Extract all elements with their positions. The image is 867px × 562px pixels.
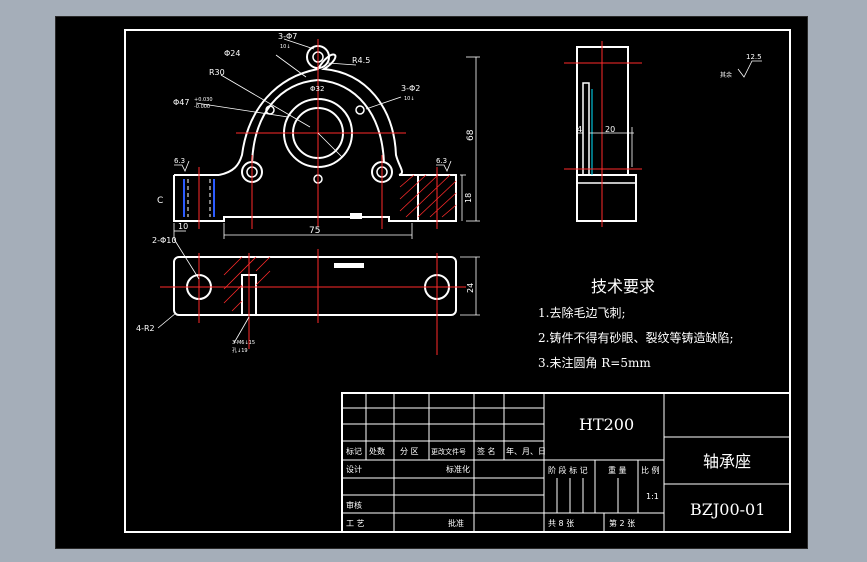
dim-24: 24 <box>466 283 475 293</box>
dim-d32: Φ32 <box>310 85 324 93</box>
right-foot-hatch <box>399 174 457 218</box>
front-view <box>173 38 480 239</box>
base-notch <box>350 213 362 219</box>
title-block <box>341 392 791 533</box>
top-hatch <box>223 256 271 312</box>
title-block-grid <box>342 393 790 532</box>
roughness-value: 12.5 <box>746 53 762 61</box>
row-process: 工 艺 <box>346 519 365 528</box>
roughness-label: 其余 <box>720 71 732 79</box>
ra-right: 6.3 <box>436 157 447 165</box>
housing-outline <box>218 53 403 176</box>
ra-left: 6.3 <box>174 157 185 165</box>
dim-3-d7-sub: 10↓ <box>280 44 291 50</box>
top-view <box>157 238 480 355</box>
hdr-mark: 标记 <box>346 446 362 456</box>
scale-value: 1:1 <box>646 492 659 501</box>
top-outline <box>173 256 457 316</box>
small-hole-b <box>355 105 365 115</box>
dim-d47-tol-upper: +0.030 <box>194 97 213 103</box>
dim-10: 10 <box>178 222 188 231</box>
row-approve: 批准 <box>448 518 464 528</box>
tech-req-item-1: 1.去除毛边飞刺; <box>538 305 626 320</box>
top-key <box>334 263 364 268</box>
material: HT200 <box>579 415 634 434</box>
roughness-symbol-icon <box>737 60 762 78</box>
drawing-canvas: Φ24 R30 Φ47 +0.030 -0.000 R4.5 3-Φ7 10↓ … <box>55 16 808 549</box>
top-leaders <box>157 238 480 344</box>
dim-20: 20 <box>605 125 615 134</box>
dim-68: 68 <box>466 129 476 141</box>
stage-weight: 重 量 <box>608 465 627 475</box>
hdr-date: 年、月、日 <box>506 446 546 456</box>
sheets-total: 共 8 张 <box>548 519 574 528</box>
tech-req-title: 技术要求 <box>591 277 655 296</box>
dim-d24: Φ24 <box>224 49 240 58</box>
c-mark: C <box>157 196 163 206</box>
side-groove <box>582 82 590 176</box>
dim-3-d2: 3-Φ2 <box>401 84 420 93</box>
frame-border <box>124 29 791 533</box>
drawing-number: BZJ00-01 <box>690 500 765 519</box>
thread-note-1: 3-M6↓15 <box>232 340 255 346</box>
hdr-zone: 分 区 <box>400 447 419 456</box>
dim-2-d10: 2-Φ10 <box>152 236 176 245</box>
hdr-doc-no: 更改文件号 <box>431 447 466 456</box>
dim-3-d2-sub: 10↓ <box>404 96 415 102</box>
title-block-border <box>341 392 791 533</box>
hdr-signature: 签 名 <box>477 446 496 456</box>
stage-scale: 比 例 <box>641 465 660 475</box>
dim-r30: R30 <box>209 68 225 77</box>
hdr-count: 处数 <box>369 446 385 456</box>
row-design: 设计 <box>346 464 362 474</box>
sheet-number: 第 2 张 <box>609 518 635 528</box>
ra-right-mark <box>436 160 452 172</box>
ra-left-mark <box>174 160 190 172</box>
dim-r45: R4.5 <box>352 56 370 65</box>
tech-req-item-3: 3.未注圆角 R=5mm <box>538 355 651 370</box>
dim-4-r2: 4-R2 <box>136 324 155 333</box>
row-review: 审核 <box>346 500 362 510</box>
side-base <box>576 174 637 222</box>
stage-mark: 阶 段 标 记 <box>548 465 588 475</box>
dim-3-d7: 3-Φ7 <box>278 32 297 41</box>
dim-4: 4 <box>577 125 582 134</box>
part-name: 轴承座 <box>703 452 751 471</box>
dim-18: 18 <box>464 193 473 203</box>
row-standard: 标准化 <box>446 464 470 474</box>
front-leaders <box>173 38 480 239</box>
side-view <box>564 41 642 227</box>
tech-req-item-2: 2.铸件不得有砂眼、裂纹等铸造缺陷; <box>538 330 734 345</box>
dim-75: 75 <box>309 226 320 236</box>
dim-d47: Φ47 <box>173 98 189 107</box>
engineering-drawing: Φ24 R30 Φ47 +0.030 -0.000 R4.5 3-Φ7 10↓ … <box>124 29 791 533</box>
dim-d47-tol-lower: -0.000 <box>194 104 210 110</box>
thread-note-2: 孔↓19 <box>232 347 248 354</box>
